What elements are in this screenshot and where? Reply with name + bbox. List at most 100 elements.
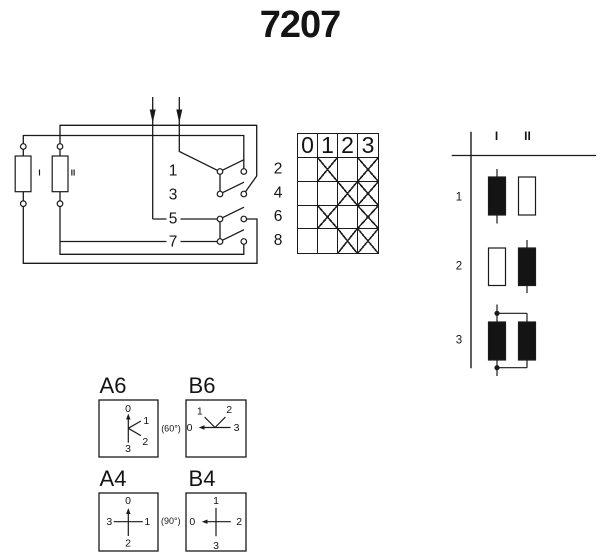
contact-table-cell [318,229,338,253]
b6-box [185,399,247,458]
contact-table-cell [298,205,318,230]
terminal-label-8: 8 [274,232,283,249]
a6-position-lines [127,418,142,443]
load-label-I: I [38,168,40,177]
b4-box [185,492,247,552]
contact-table-cell [358,229,378,253]
position-header-cell: 3 [358,134,378,158]
contact-table-cell [338,205,358,230]
terminal-label-1: 1 [169,163,178,180]
variant-code-a4: A4 [100,466,127,491]
switch-position-diagrams: A6 B6 A4 B4 (60°) (90°) 0 1 2 3 0 [98,373,247,552]
terminal-label-7: 7 [169,234,178,251]
variant-code-a6: A6 [100,373,127,398]
lamp-II-position-1 [517,176,537,216]
position-header-cell: 0 [298,134,318,158]
a6-label-3: 3 [125,443,131,455]
contact-table-cell [318,205,338,230]
lamp-I-position-3 [487,321,507,361]
input-arrowhead-2-icon [176,109,183,123]
b6-label-1: 1 [197,405,203,417]
terminal-3 [216,190,224,198]
load2-bottom-pin [56,200,64,208]
terminal-8 [240,238,248,245]
contact-table-cell [338,158,358,182]
contact-table-cell [298,229,318,253]
terminal-label-6: 6 [274,208,283,225]
wire-load1-to-terminal2 [22,134,245,169]
a6-label-2: 2 [142,436,148,448]
position-row-label-3: 3 [456,335,462,347]
lamp-II-position-2 [517,247,537,287]
junction-dot-top [494,310,500,316]
position-row-label-1: 1 [456,192,462,204]
load-label-II: II [71,168,75,177]
position-row-label-2: 2 [456,261,462,273]
terminal-4 [240,190,248,198]
a4-label-3: 3 [106,516,112,528]
angle-note-60: (60°) [161,424,181,434]
a4-label-1: 1 [144,516,150,528]
b4-position-lines [207,507,231,537]
b4-label-3: 3 [213,540,219,552]
load-state-diagram: I II 1 2 3 [451,129,596,376]
load2-top-pin [56,143,64,150]
b6-label-0: 0 [187,422,193,434]
terminal-5 [216,215,224,223]
terminal-1 [216,168,224,175]
a4-label-0: 0 [125,495,131,507]
load-box-stubs [22,149,61,201]
wire-load2-to-terminal8 [59,206,245,255]
variant-code-b4: B4 [189,466,216,491]
contact-table-cell [298,181,318,206]
column-header-II: II [524,129,531,143]
load1-top-pin [19,143,27,150]
load-box-I [14,155,32,193]
junction-dot-bottom [494,365,500,371]
a4-position-lines [113,513,143,536]
b6-arrowhead-icon [198,425,205,430]
b6-label-2: 2 [226,404,232,416]
terminal-label-4: 4 [274,185,283,202]
wiring-schematic: 1 3 5 7 2 4 6 8 I II [14,97,283,264]
contact-table-cell [358,158,378,182]
position-header-cell: 1 [318,134,338,158]
variant-code-b6: B6 [189,373,216,398]
b6-label-3: 3 [234,422,240,434]
a6-arrowhead-icon [126,413,131,420]
b4-arrowhead-icon [201,519,208,524]
contact-table-cell [298,158,318,182]
a6-label-0: 0 [125,403,131,415]
terminal-7 [216,238,224,245]
variant-a4: 0 1 2 3 [98,492,159,552]
lamp-I-position-1 [487,176,507,216]
terminal-2 [240,168,248,175]
contact-table-cell [358,181,378,206]
angle-note-90: (90°) [161,516,181,526]
b4-label-0: 0 [189,516,195,528]
terminal-label-5: 5 [169,211,178,228]
b4-label-2: 2 [236,516,242,528]
contact-blades [222,159,245,241]
b6-position-lines [204,416,231,429]
a6-box [98,399,159,458]
a4-arrowhead-icon [126,508,131,514]
lamp-I-position-2 [487,247,507,287]
lamp-II-position-3 [517,321,537,361]
variant-a6: 0 1 2 3 [98,399,159,458]
contact-table-cell [338,229,358,253]
variant-b4: 1 2 3 0 [185,492,247,552]
input-arrowhead-1-icon [149,109,156,123]
contact-table-cell [358,205,378,230]
a4-label-2: 2 [125,537,131,549]
variant-b6: 0 1 2 3 [185,399,247,458]
load-box-II [51,155,69,193]
contact-table-cell [318,181,338,206]
terminal-6 [240,215,248,223]
input-line-2 [178,97,218,171]
contact-table-cell [338,181,358,206]
b4-label-1: 1 [213,495,219,507]
wire-load1-to-terminal6 [22,206,258,264]
